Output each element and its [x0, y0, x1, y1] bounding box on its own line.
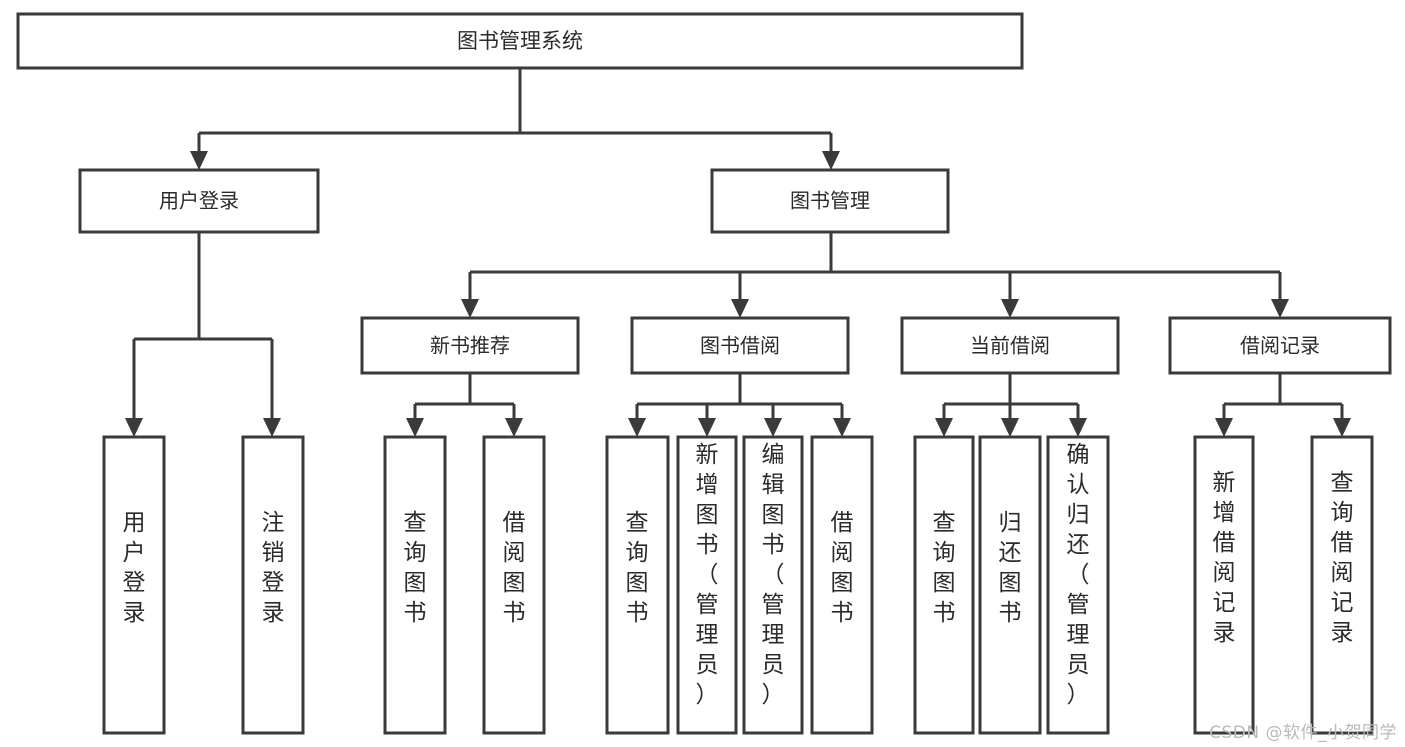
node-borrow-record[interactable]: 借阅记录 — [1168, 316, 1392, 375]
node-user-login[interactable]: 用户登录 — [78, 168, 320, 234]
leaf-logout-label: 注销登录 — [262, 510, 285, 626]
arrow-to-leaf-confirm-return — [1069, 418, 1087, 437]
leaf-return-book-label: 归还图书 — [999, 510, 1022, 626]
arrow-to-new-book-recommend — [461, 299, 479, 318]
arrow-to-leaf-edit-book — [764, 418, 782, 437]
leaf-query-book-recommend-label: 查询图书 — [404, 510, 427, 626]
arrow-to-leaf-query-book-3 — [935, 418, 953, 437]
leaf-edit-book-admin[interactable]: 编辑图书（管理员） — [742, 435, 804, 735]
node-root[interactable]: 图书管理系统 — [16, 12, 1024, 70]
arrow-to-current-borrow — [1001, 299, 1019, 318]
leaf-confirm-return-admin-label: 确认归还（管理员） — [1067, 442, 1090, 708]
leaf-borrow-book-borrow-label: 借阅图书 — [831, 510, 854, 626]
leaf-query-book-current[interactable]: 查询图书 — [913, 435, 975, 735]
arrow-to-user-login — [190, 151, 208, 170]
leaf-user-login[interactable]: 用户登录 — [102, 435, 166, 735]
arrow-to-book-manage — [822, 151, 840, 170]
node-new-book-recommend[interactable]: 新书推荐 — [360, 316, 580, 375]
leaf-edit-book-admin-label: 编辑图书（管理员） — [762, 442, 785, 708]
node-new-book-recommend-label: 新书推荐 — [430, 334, 510, 358]
arrow-to-leaf-user-login — [125, 418, 143, 437]
node-current-borrow[interactable]: 当前借阅 — [900, 316, 1120, 375]
node-borrow-record-label: 借阅记录 — [1240, 334, 1320, 358]
leaf-query-book-current-label: 查询图书 — [933, 510, 956, 626]
leaf-query-book-borrow[interactable]: 查询图书 — [605, 435, 670, 735]
node-book-borrow-label: 图书借阅 — [700, 334, 780, 358]
arrow-to-leaf-return-book — [1001, 418, 1019, 437]
leaf-add-book-admin[interactable]: 新增图书（管理员） — [676, 435, 738, 735]
leaf-confirm-return-admin[interactable]: 确认归还（管理员） — [1046, 435, 1110, 735]
leaf-add-borrow-record[interactable]: 新增借阅记录 — [1193, 435, 1255, 735]
arrow-to-book-borrow — [731, 299, 749, 318]
arrow-to-leaf-borrow-book-2 — [833, 418, 851, 437]
leaf-return-book[interactable]: 归还图书 — [978, 435, 1042, 735]
node-current-borrow-label: 当前借阅 — [970, 334, 1050, 358]
leaf-query-book-recommend[interactable]: 查询图书 — [383, 435, 447, 735]
node-root-label: 图书管理系统 — [457, 29, 583, 53]
arrow-to-leaf-add-record — [1215, 418, 1233, 437]
leaf-query-book-borrow-label: 查询图书 — [626, 510, 649, 626]
leaf-borrow-book-borrow[interactable]: 借阅图书 — [810, 435, 874, 735]
node-book-management[interactable]: 图书管理 — [710, 168, 950, 234]
arrow-to-leaf-logout — [263, 418, 281, 437]
arrow-to-leaf-query-book-2 — [628, 418, 646, 437]
arrow-to-leaf-borrow-book-1 — [505, 418, 523, 437]
arrow-to-leaf-query-book-1 — [406, 418, 424, 437]
leaf-add-book-admin-label: 新增图书（管理员） — [696, 442, 719, 708]
arrow-to-borrow-record — [1271, 299, 1289, 318]
leaf-borrow-book-recommend[interactable]: 借阅图书 — [482, 435, 546, 735]
connector-layer — [125, 68, 1351, 437]
leaf-add-borrow-record-label: 新增借阅记录 — [1213, 470, 1236, 646]
leaf-user-login-label: 用户登录 — [123, 510, 146, 626]
node-user-login-label: 用户登录 — [159, 189, 239, 213]
node-book-borrow[interactable]: 图书借阅 — [630, 316, 850, 375]
node-book-management-label: 图书管理 — [790, 189, 870, 213]
leaf-logout[interactable]: 注销登录 — [241, 435, 305, 735]
leaf-query-borrow-record[interactable]: 查询借阅记录 — [1310, 435, 1374, 735]
leaf-query-borrow-record-label: 查询借阅记录 — [1331, 470, 1354, 646]
arrow-to-leaf-add-book — [698, 418, 716, 437]
arrow-to-leaf-query-record — [1333, 418, 1351, 437]
leaf-borrow-book-recommend-label: 借阅图书 — [503, 510, 526, 626]
